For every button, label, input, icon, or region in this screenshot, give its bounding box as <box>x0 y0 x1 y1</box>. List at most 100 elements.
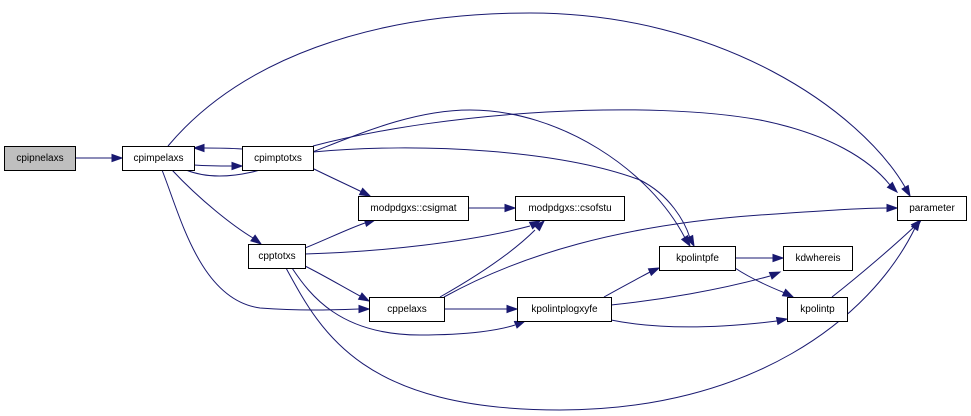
node-box <box>517 297 612 322</box>
edge-arrowhead <box>886 203 899 213</box>
node-cpptotxs[interactable]: cpptotxs <box>248 244 306 269</box>
edge-cpimptotxs-to-kpolintpfe <box>312 147 695 248</box>
edge-line <box>831 225 916 298</box>
node-label: kdwhereis <box>795 253 840 264</box>
edge-cpptotxs-to-modpdgxs_csigmat <box>304 218 377 249</box>
edge-arrowhead <box>533 219 546 232</box>
edge-arrowhead <box>901 184 911 198</box>
node-cpimpelaxs[interactable]: cpimpelaxs <box>122 146 195 171</box>
edge-kpolintpfe-to-kdwhereis <box>735 253 785 263</box>
edge-arrowhead <box>192 143 205 153</box>
edge-line <box>734 267 786 294</box>
edge-cppelaxs-to-kpolintplogxyfe <box>444 304 519 314</box>
edge-cpptotxs-to-modpdgxs_csofstu <box>304 220 542 255</box>
edge-cpimpelaxs-to-parameter <box>167 12 911 198</box>
edge-line <box>171 169 254 239</box>
node-box <box>4 146 76 171</box>
edge-cppelaxs-to-modpdgxs_csofstu <box>439 219 546 298</box>
edge-line <box>312 109 891 186</box>
node-box <box>515 196 625 221</box>
edge-arrowhead <box>111 153 124 163</box>
edge-arrowhead <box>772 253 785 263</box>
call-graph-edges <box>75 12 923 411</box>
edge-line <box>610 319 778 328</box>
node-cpimptotxs[interactable]: cpimptotxs <box>242 146 314 171</box>
edge-arrowhead <box>768 271 782 280</box>
edge-arrowhead <box>775 316 789 326</box>
edge-cpipnelaxs-to-cpimpelaxs <box>75 153 124 163</box>
edge-cpimpelaxs-to-cppelaxs <box>161 169 371 314</box>
node-box <box>783 246 853 271</box>
node-cpipnelaxs[interactable]: cpipnelaxs <box>4 146 76 171</box>
edge-cpimpelaxs-to-kpolintpfe <box>185 109 691 248</box>
edge-cpimptotxs-to-parameter <box>312 109 899 194</box>
node-kpolintpfe[interactable]: kpolintpfe <box>659 246 736 271</box>
edge-arrowhead <box>231 161 244 171</box>
node-box <box>897 196 967 221</box>
node-kdwhereis[interactable]: kdwhereis <box>783 246 853 271</box>
node-label: cpimpelaxs <box>133 153 183 164</box>
edge-arrowhead <box>358 304 371 314</box>
node-label: cpimptotxs <box>254 153 302 164</box>
edge-kpolintpfe-to-kpolintp <box>734 267 795 298</box>
node-label: cpipnelaxs <box>16 153 63 164</box>
edge-arrowhead <box>910 218 923 231</box>
edge-arrowhead <box>513 320 527 329</box>
node-box <box>358 196 469 221</box>
edge-cpptotxs-to-cppelaxs <box>304 265 371 302</box>
edge-arrowhead <box>506 304 519 314</box>
node-modpdgxs-csigmat[interactable]: modpdgxs::csigmat <box>358 196 469 221</box>
node-box <box>122 146 195 171</box>
edge-arrowhead <box>504 203 517 213</box>
edge-cppelaxs-to-parameter <box>443 203 899 298</box>
edge-line <box>312 147 691 239</box>
node-kpolintplogxyfe[interactable]: kpolintplogxyfe <box>517 297 612 322</box>
edge-cpimpelaxs-to-cpimptotxs <box>193 161 244 171</box>
node-box <box>787 297 848 322</box>
edge-line <box>439 229 536 298</box>
edge-cpptotxs-to-kpolintplogxyfe <box>291 267 527 336</box>
edge-line <box>311 167 363 193</box>
edge-line <box>610 275 771 306</box>
node-label: modpdgxs::csofstu <box>528 203 611 214</box>
node-label: kpolintpfe <box>676 253 719 264</box>
node-parameter[interactable]: parameter <box>897 196 967 221</box>
edge-kpolintplogxyfe-to-kpolintp <box>610 316 789 328</box>
edge-line <box>203 147 243 150</box>
node-box <box>659 246 736 271</box>
node-label: cpptotxs <box>258 251 295 262</box>
edge-cpimpelaxs-to-cpptotxs <box>171 169 263 245</box>
edge-modpdgxs_csigmat-to-modpdgxs_csofstu <box>468 203 517 213</box>
edge-line <box>291 267 516 336</box>
edge-line <box>161 169 360 311</box>
node-modpdgxs-csofstu[interactable]: modpdgxs::csofstu <box>515 196 625 221</box>
node-label: parameter <box>909 203 955 214</box>
node-cppelaxs[interactable]: cppelaxs <box>369 297 445 322</box>
edge-kpolintplogxyfe-to-kpolintpfe <box>603 267 661 298</box>
node-box <box>242 146 314 171</box>
node-label: modpdgxs::csigmat <box>370 203 456 214</box>
node-box <box>369 297 445 322</box>
node-label: kpolintplogxyfe <box>531 304 598 315</box>
edge-line <box>193 164 233 167</box>
edge-line <box>304 265 361 297</box>
edge-arrowhead <box>781 288 795 298</box>
edge-line <box>304 222 366 249</box>
node-kpolintp[interactable]: kpolintp <box>787 297 848 322</box>
edge-arrowhead <box>250 234 263 245</box>
edge-kpolintp-to-parameter <box>831 218 923 298</box>
call-graph-nodes: cpipnelaxs cpimpelaxs cpimptotxs cpptotxs mo… <box>4 146 967 322</box>
edge-cpimptotxs-to-cpimpelaxs <box>192 143 243 153</box>
edge-line <box>167 12 906 188</box>
edge-line <box>443 207 888 298</box>
node-box <box>248 244 306 269</box>
edge-arrowhead <box>886 181 899 194</box>
edge-line <box>304 225 531 255</box>
edge-cpimptotxs-to-modpdgxs_csigmat <box>311 167 372 197</box>
node-label: kpolintp <box>800 304 835 315</box>
edge-arrowhead <box>358 187 372 197</box>
edge-kpolintplogxyfe-to-kdwhereis <box>610 271 782 306</box>
node-label: cppelaxs <box>387 304 426 315</box>
edge-line <box>603 271 651 298</box>
